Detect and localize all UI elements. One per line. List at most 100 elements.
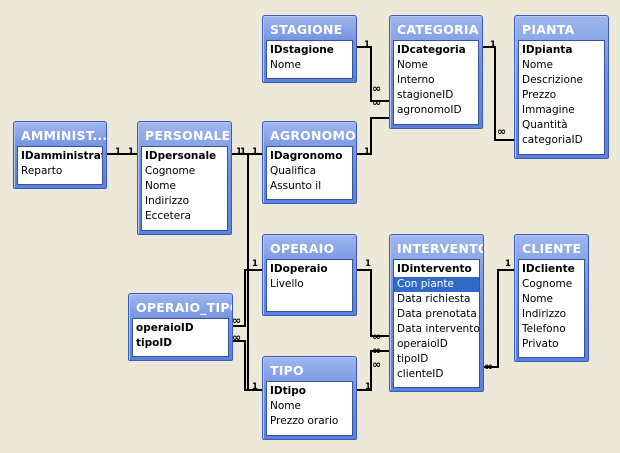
cardinality-one-label: 1 [364, 40, 370, 50]
cardinality-many-label: ∞ [232, 331, 241, 344]
relationship-line[interactable] [355, 269, 389, 337]
field-row[interactable]: Telefono [522, 323, 566, 335]
field-row[interactable]: Con piante [394, 277, 479, 292]
field-row[interactable]: Indirizzo [145, 195, 190, 207]
field-row[interactable]: agronomoID [397, 104, 462, 116]
cardinality-many-label: ∞ [372, 82, 381, 95]
field-row[interactable]: Privato [522, 338, 559, 350]
table-title[interactable]: CLIENTE [522, 241, 582, 256]
table-title[interactable]: OPERAIO_TIPO [136, 300, 232, 315]
table-title[interactable]: OPERAIO [270, 241, 335, 256]
field-row[interactable]: Interno [397, 74, 435, 86]
cardinality-many-label: ∞ [484, 360, 493, 373]
field-row[interactable]: clienteID [397, 368, 444, 380]
field-row[interactable]: Prezzo [522, 89, 557, 101]
field-row[interactable]: tipoID [136, 337, 172, 349]
cardinality-one-label: 1 [240, 147, 246, 157]
table-title[interactable]: INTERVENTO [397, 241, 483, 256]
table-title[interactable]: PERSONALE [145, 128, 231, 143]
field-row[interactable]: IDpianta [522, 44, 573, 56]
field-row[interactable]: Descrizione [522, 74, 583, 86]
field-row[interactable]: Prezzo orario [270, 415, 339, 427]
relationship-line[interactable] [355, 117, 389, 155]
field-row[interactable]: Cognome [522, 278, 573, 290]
field-row[interactable]: Immagine [522, 104, 575, 116]
relationship-line[interactable] [247, 154, 262, 391]
field-row[interactable]: IDoperaio [270, 263, 328, 275]
field-row[interactable]: categoriaID [522, 134, 583, 146]
field-row[interactable]: Nome [397, 59, 428, 71]
cardinality-one-label: 1 [252, 259, 258, 269]
cardinality-many-label: ∞ [372, 96, 381, 109]
field-row[interactable]: Livello [270, 278, 304, 290]
table-title[interactable]: AMMINIST... [21, 128, 106, 143]
cardinality-one-label: 1 [115, 147, 121, 157]
field-row[interactable]: Data richiesta [397, 293, 471, 305]
field-row[interactable]: Qualifica [270, 165, 317, 177]
cardinality-one-label: 1 [365, 259, 371, 269]
field-row[interactable]: IDintervento [397, 263, 472, 275]
field-row[interactable]: Nome [145, 180, 176, 192]
field-row[interactable]: operaioID [397, 338, 448, 350]
field-row[interactable]: Data intervento [397, 323, 480, 335]
field-row[interactable]: IDstagione [270, 44, 334, 56]
cardinality-many-label: ∞ [497, 125, 506, 138]
table-amministrativo[interactable]: AMMINIST... IDamministrativoReparto [13, 121, 107, 189]
field-row[interactable]: operaioID [136, 322, 194, 334]
table-title[interactable]: TIPO [270, 363, 304, 378]
field-row[interactable]: IDtipo [270, 385, 306, 397]
cardinality-many-label: ∞ [372, 358, 381, 371]
table-title[interactable]: PIANTA [522, 22, 575, 37]
field-row[interactable]: Nome [522, 293, 553, 305]
cardinality-many-label: ∞ [372, 330, 381, 343]
table-title[interactable]: CATEGORIA [397, 22, 479, 37]
field-row[interactable]: IDpersonale [145, 150, 217, 162]
cardinality-one-label: 1 [252, 382, 258, 392]
cardinality-many-label: ∞ [232, 314, 241, 327]
field-row[interactable]: Quantità [522, 119, 568, 131]
cardinality-one-label: 1 [365, 382, 371, 392]
field-row[interactable]: Indirizzo [522, 308, 567, 320]
field-row[interactable]: IDcategoria [397, 44, 466, 56]
field-row[interactable]: IDamministrativo [21, 150, 102, 162]
cardinality-one-label: 1 [364, 147, 370, 157]
cardinality-many-label: ∞ [372, 344, 381, 357]
relationship-line[interactable] [247, 154, 262, 271]
cardinality-one-label: 1 [128, 147, 134, 157]
relationship-line[interactable] [482, 269, 514, 368]
field-row[interactable]: Reparto [21, 165, 63, 177]
cardinality-one-label: 1 [252, 147, 258, 157]
field-row[interactable]: stagioneID [397, 89, 454, 101]
field-row[interactable]: Data prenotata [397, 308, 477, 320]
field-row[interactable]: tipoID [397, 353, 429, 365]
field-row[interactable]: Nome [522, 59, 553, 71]
field-row[interactable]: Cognome [145, 165, 196, 177]
field-row[interactable]: Assunto il [270, 180, 322, 192]
table-operaio-tipo[interactable]: OPERAIO_TIPO operaioID tipoID [128, 293, 233, 361]
field-row[interactable]: Nome [270, 400, 301, 412]
table-title[interactable]: AGRONOMO [270, 128, 356, 143]
field-row[interactable]: Eccetera [145, 210, 191, 222]
field-row[interactable]: Nome [270, 59, 301, 71]
cardinality-one-label: 1 [490, 40, 496, 50]
cardinality-one-label: 1 [505, 259, 511, 269]
field-row[interactable]: IDagronomo [270, 150, 343, 162]
table-title[interactable]: STAGIONE [270, 22, 343, 37]
field-row[interactable]: IDcliente [522, 263, 575, 275]
